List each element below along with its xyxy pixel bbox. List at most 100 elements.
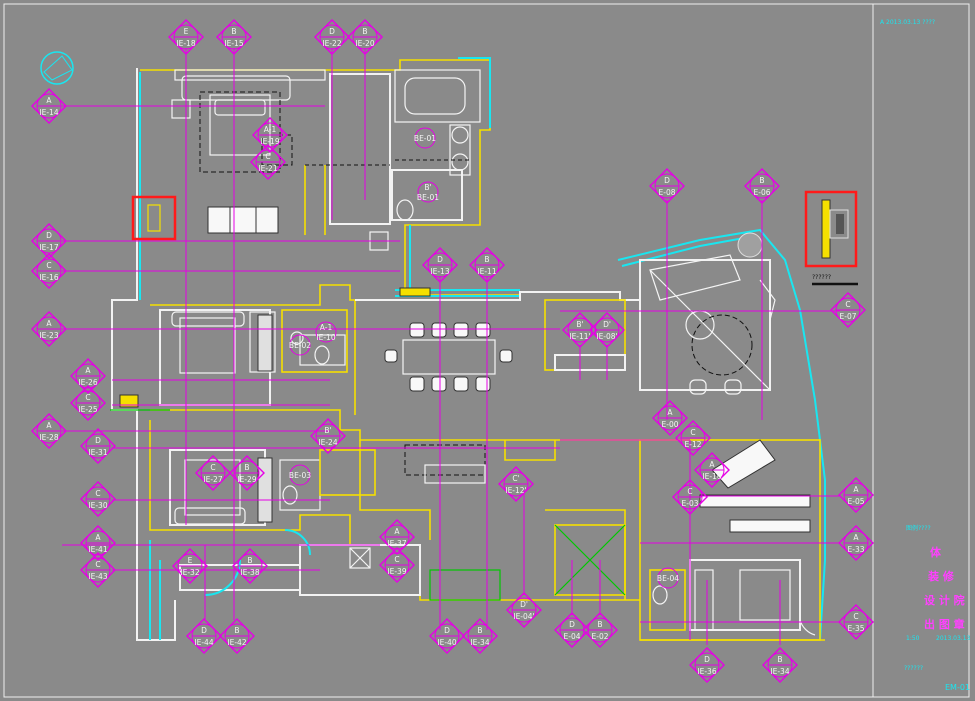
guest-bedroom-furniture bbox=[171, 311, 273, 525]
marker-code: E-33 bbox=[848, 545, 865, 554]
marker-letter: A bbox=[46, 96, 52, 105]
corridor-band bbox=[119, 287, 431, 569]
elevation-marker: CE-35 bbox=[838, 604, 874, 640]
red-detail-box bbox=[131, 195, 177, 241]
marker-letter: B bbox=[234, 626, 239, 635]
marker-letter: C bbox=[95, 560, 100, 569]
elevation-marker: CIE-27 bbox=[195, 455, 231, 491]
stamp-line-2: 装 修 bbox=[927, 569, 955, 583]
marker-code: IE-25 bbox=[78, 405, 97, 414]
marker-code: IE-11 bbox=[477, 267, 496, 276]
elevation-marker: D'IE-08' bbox=[589, 312, 625, 348]
marker-code: IE-13 bbox=[430, 267, 449, 276]
marker-letter: C bbox=[687, 487, 692, 496]
building-walls bbox=[110, 57, 826, 641]
sheet-border bbox=[3, 3, 970, 698]
marker-code: IE-16 bbox=[39, 273, 58, 282]
marker-letter: B' bbox=[324, 426, 331, 435]
marker-letter: A bbox=[46, 421, 52, 430]
marker-letter: A bbox=[95, 533, 101, 542]
elevation-marker: EIE-32 bbox=[172, 548, 208, 584]
marker-code: IE-19 bbox=[260, 137, 279, 146]
elevation-marker: D IE-44 bbox=[186, 618, 222, 654]
elevation-marker: D IE-13 bbox=[422, 247, 458, 283]
marker-code: IE-34 bbox=[470, 638, 489, 647]
elevation-marker: B IE-34 bbox=[462, 618, 498, 654]
marker-letter: D bbox=[201, 626, 207, 635]
elevation-marker: B IE-42 bbox=[219, 618, 255, 654]
marker-letter: B bbox=[597, 620, 602, 629]
room-tag: BE-01 bbox=[414, 127, 436, 149]
marker-letter: C bbox=[853, 612, 858, 621]
elevation-marker: D IE-40 bbox=[429, 618, 465, 654]
room-tag: BE-03 bbox=[289, 464, 311, 486]
elevation-marker: BIE-11 bbox=[469, 247, 505, 283]
marker-code: E-05 bbox=[848, 497, 865, 506]
elevation-marker: AE-00 bbox=[652, 400, 688, 436]
marker-letter: D bbox=[46, 231, 52, 240]
marker-letter: B bbox=[477, 626, 482, 635]
designer-stamp: 体 装 修 设 计 院 出 图 章 bbox=[924, 545, 965, 631]
marker-code: E-06 bbox=[754, 188, 771, 197]
elevation-marker: DIE-17 bbox=[31, 223, 67, 259]
marker-code: IE-30 bbox=[88, 501, 107, 510]
side-note-date: 2013.03.13 bbox=[936, 635, 971, 642]
marker-code: IE-40 bbox=[437, 638, 456, 647]
marker-code: E-03 bbox=[682, 499, 699, 508]
inset-caption: ?????? bbox=[812, 274, 831, 281]
title-block: A 2013.03.13 ???? 图例???? 体 装 修 设 计 院 出 图… bbox=[812, 19, 971, 692]
marker-letter: C bbox=[845, 300, 850, 309]
elevation-marker: AIE-41 bbox=[80, 525, 116, 561]
marker-code: IE-15 bbox=[224, 39, 243, 48]
detail-inset bbox=[804, 190, 858, 286]
sheet-number: EM-01 bbox=[945, 683, 970, 692]
marker-code: IE-24 bbox=[318, 438, 337, 447]
marker-code: IE-12' bbox=[505, 486, 526, 495]
marker-letter: C bbox=[46, 261, 51, 270]
elevation-marker: AE-05 bbox=[838, 477, 874, 513]
north-arrow-icon bbox=[40, 51, 74, 85]
room-tag-bottom: IE-10 bbox=[316, 333, 335, 342]
elevation-marker: CIE-25 bbox=[70, 385, 106, 421]
marker-letter: D bbox=[444, 626, 450, 635]
marker-code: IE-39 bbox=[387, 567, 406, 576]
elevation-marker: CIE-30 bbox=[80, 481, 116, 517]
marker-code: IE-20 bbox=[355, 39, 374, 48]
room-tag: B'BE-01 bbox=[417, 181, 439, 203]
marker-letter: B bbox=[231, 27, 236, 36]
marker-code: E-08 bbox=[659, 188, 676, 197]
marker-code: IE-27 bbox=[203, 475, 222, 484]
stamp-line-1: 体 bbox=[930, 545, 942, 559]
marker-code: IE-14 bbox=[39, 108, 58, 117]
marker-code: IE-36 bbox=[697, 667, 716, 676]
bathroom-fixtures bbox=[282, 124, 668, 605]
elevation-marker: B IE-15 bbox=[216, 19, 252, 55]
marker-letter: C bbox=[690, 428, 695, 437]
elevation-marker: AIE-23 bbox=[31, 311, 67, 347]
elevation-marker: BIE-20 bbox=[347, 19, 383, 55]
marker-code: IE-04' bbox=[513, 612, 534, 621]
marker-letter: C' bbox=[512, 474, 519, 483]
marker-letter: B' bbox=[576, 320, 583, 329]
elevation-marker: DE-04 bbox=[554, 612, 590, 648]
marker-code: IE-23 bbox=[39, 331, 58, 340]
marker-letter: A bbox=[667, 408, 673, 417]
room-tag-top: BE-01 bbox=[414, 134, 436, 143]
marker-letter: A bbox=[85, 366, 91, 375]
marker-letter: B bbox=[244, 463, 249, 472]
elevation-marker: DIE-36 bbox=[689, 647, 725, 683]
marker-letter: D bbox=[437, 255, 443, 264]
dining-table bbox=[384, 322, 513, 392]
marker-letter: D' bbox=[603, 320, 611, 329]
marker-letter: A bbox=[853, 533, 859, 542]
marker-code: IE-44 bbox=[194, 638, 213, 647]
room-tag-top: A-1 bbox=[320, 323, 333, 332]
marker-code: IE-42 bbox=[227, 638, 246, 647]
marker-code: IE-22 bbox=[322, 39, 341, 48]
marker-letter: D bbox=[329, 27, 335, 36]
marker-letter: D bbox=[569, 620, 575, 629]
marker-code: IE-38 bbox=[240, 568, 259, 577]
stamp-line-3: 设 计 院 bbox=[924, 593, 965, 607]
